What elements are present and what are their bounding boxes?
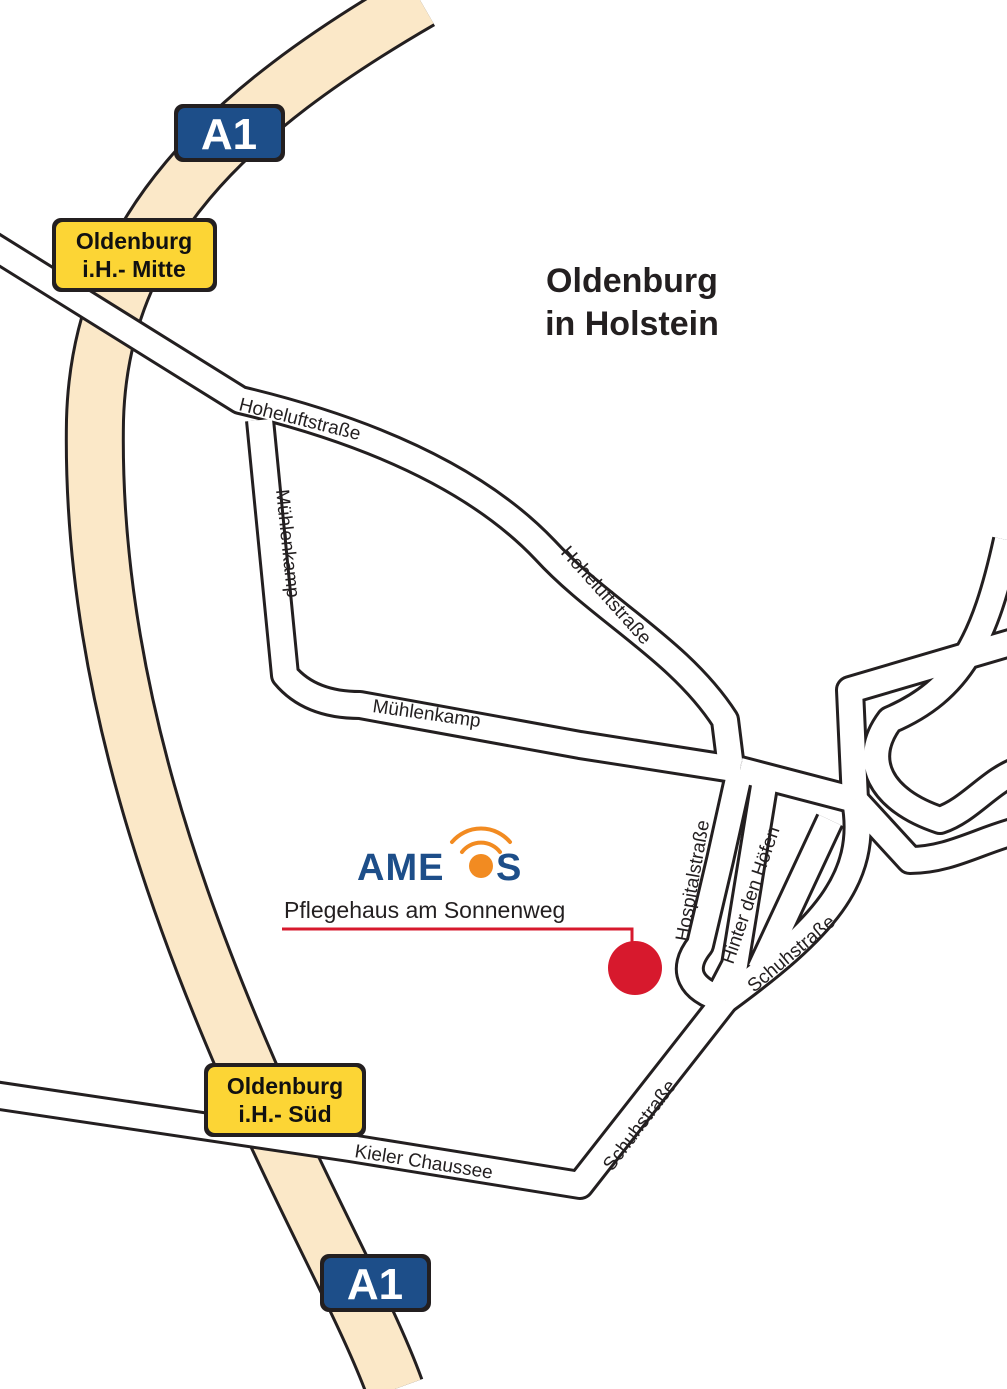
facility-pointer-line bbox=[282, 927, 634, 942]
exit-sign-mitte-line2: i.H.- Mitte bbox=[82, 256, 186, 282]
ameos-logo-signal-arc-outer bbox=[450, 826, 512, 844]
city-name-line1: Oldenburg bbox=[546, 262, 718, 300]
highway-shield-south: A1 bbox=[320, 1254, 431, 1312]
exit-sign-sued-line1: Oldenburg bbox=[227, 1073, 343, 1099]
highway-shield-north-label: A1 bbox=[201, 110, 257, 159]
exit-sign-mitte-line1: Oldenburg bbox=[76, 228, 192, 254]
exit-sign-sued: Oldenburg i.H.- Süd bbox=[204, 1063, 366, 1137]
highway-shield-north: A1 bbox=[174, 104, 285, 162]
ameos-logo-signal-arc-inner bbox=[460, 840, 502, 854]
ameos-logo-text-right: S bbox=[496, 847, 522, 889]
ameos-logo: AME S bbox=[357, 826, 522, 889]
exit-sign-mitte: Oldenburg i.H.- Mitte bbox=[52, 218, 217, 292]
exit-sign-sued-line2: i.H.- Süd bbox=[238, 1101, 331, 1127]
highway-shield-south-label: A1 bbox=[347, 1260, 403, 1309]
city-name-line2: in Holstein bbox=[545, 305, 719, 343]
ameos-logo-dot bbox=[469, 854, 493, 878]
highway-a1-surface bbox=[67, 0, 434, 1389]
facility-name: Pflegehaus am Sonnenweg bbox=[284, 897, 565, 923]
street-network-surface bbox=[0, 236, 1007, 1197]
ameos-logo-text-left: AME bbox=[357, 847, 444, 889]
facility-location-marker[interactable] bbox=[608, 941, 662, 995]
